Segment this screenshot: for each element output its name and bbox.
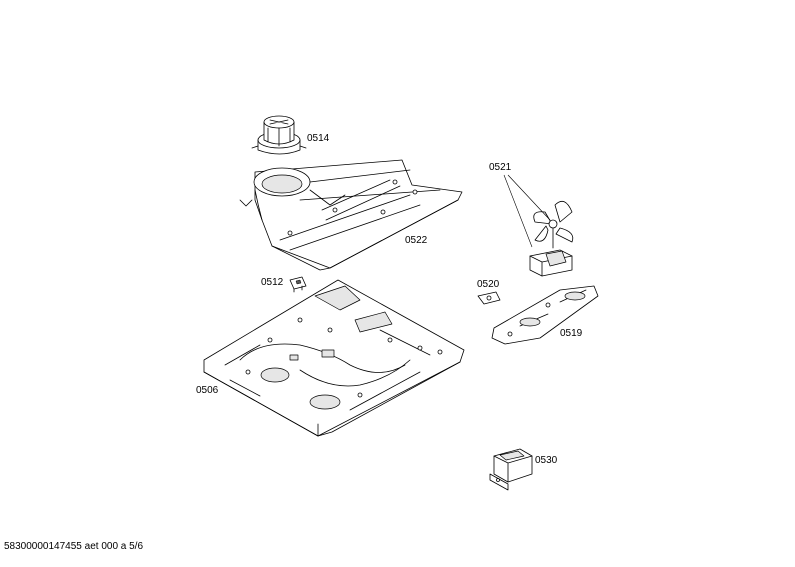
part-0512-drawing <box>289 276 307 293</box>
part-0522-drawing <box>239 159 463 271</box>
part-0506-drawing <box>203 279 465 437</box>
part-0530-drawing <box>489 448 533 491</box>
part-0521-drawing <box>503 174 574 277</box>
label-0530: 0530 <box>535 455 558 466</box>
label-0514: 0514 <box>307 133 330 144</box>
part-0519-drawing <box>491 285 599 345</box>
part-0514-drawing <box>251 115 307 155</box>
label-0519: 0519 <box>560 328 583 339</box>
label-0506: 0506 <box>196 385 219 396</box>
document-footer: 58300000147455 aet 000 a 5/6 <box>4 541 144 552</box>
label-0512: 0512 <box>261 277 284 288</box>
label-0522: 0522 <box>405 235 428 246</box>
part-0520-drawing <box>477 291 501 305</box>
label-0520: 0520 <box>477 279 500 290</box>
label-0521: 0521 <box>489 162 512 173</box>
